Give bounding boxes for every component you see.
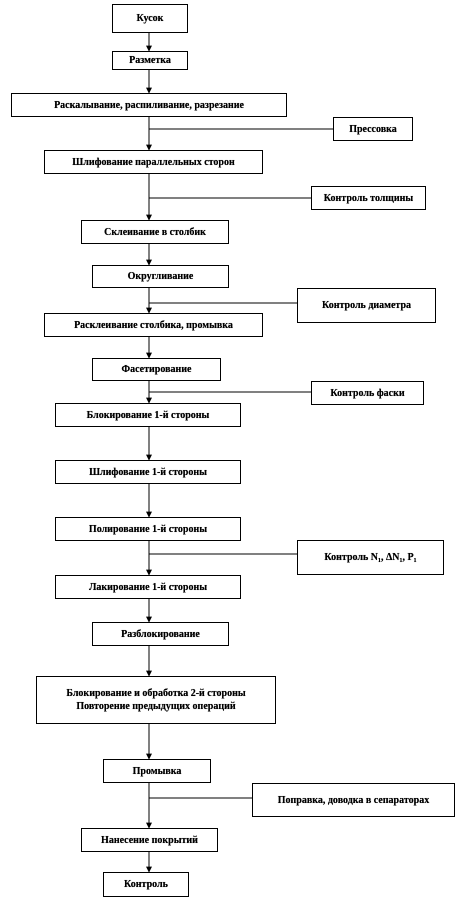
side-popravka: Поправка, доводка в сепараторах bbox=[252, 783, 455, 817]
side-kontrol-diametra: Контроль диаметра bbox=[297, 288, 436, 323]
step-shlifovanie-storon: Шлифование параллельных сторон bbox=[44, 150, 263, 174]
step-blokirovanie-2: Блокирование и обработка 2-й стороны Пов… bbox=[36, 676, 276, 724]
step-polirovanie-1: Полирование 1-й стороны bbox=[55, 517, 241, 541]
step-nanesenie: Нанесение покрытий bbox=[81, 828, 218, 852]
step-raskalyvanie: Раскалывание, распиливание, разрезание bbox=[11, 93, 287, 117]
side-kontrol-n1: Контроль N₁, ΔN₁, P₁ bbox=[297, 540, 444, 575]
step-blokirovanie-1: Блокирование 1-й стороны bbox=[55, 403, 241, 427]
step-promyvka: Промывка bbox=[103, 759, 211, 783]
step-razblokirovanie: Разблокирование bbox=[92, 622, 229, 646]
step-kusok: Кусок bbox=[112, 4, 188, 33]
side-kontrol-tolshchiny: Контроль толщины bbox=[311, 186, 426, 210]
side-pressovka: Прессовка bbox=[333, 117, 413, 141]
step-blokirovanie-2-line1: Блокирование и обработка 2-й стороны bbox=[66, 688, 246, 699]
step-lakirovanie-1: Лакирование 1-й стороны bbox=[55, 575, 241, 599]
step-raskleivanie: Расклеивание столбика, промывка bbox=[44, 313, 263, 337]
step-fasetirovanie: Фасетирование bbox=[92, 358, 221, 381]
step-razmetka: Разметка bbox=[112, 51, 188, 70]
step-blokirovanie-2-line2: Повторение предыдущих операций bbox=[76, 701, 236, 712]
step-shlifovanie-1: Шлифование 1-й стороны bbox=[55, 460, 241, 484]
step-skleivanie: Склеивание в столбик bbox=[81, 220, 229, 244]
step-okruglivanie: Округливание bbox=[92, 265, 229, 288]
step-kontrol: Контроль bbox=[103, 872, 189, 897]
side-kontrol-faski: Контроль фаски bbox=[311, 381, 424, 405]
